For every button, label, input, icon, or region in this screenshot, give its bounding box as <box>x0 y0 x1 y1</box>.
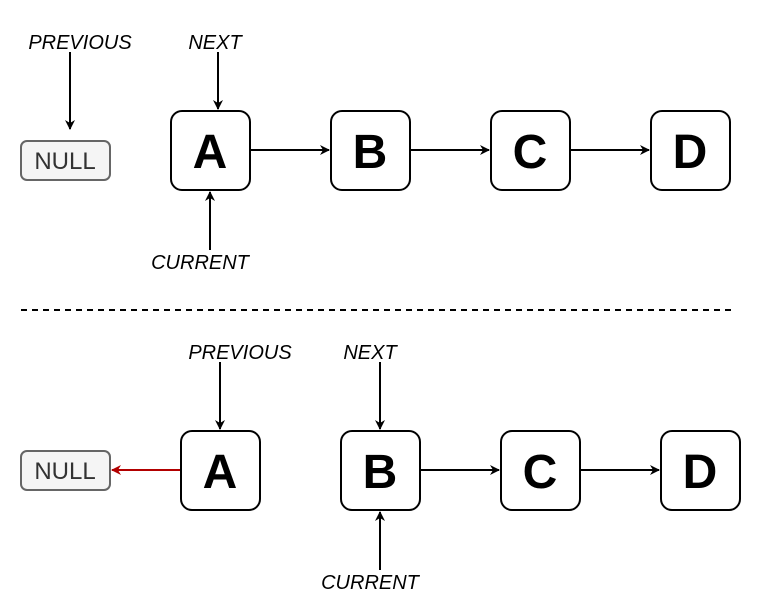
bottom-node-c <box>500 430 581 511</box>
top-null-box <box>20 140 111 181</box>
top-node-c-label: C <box>513 126 548 179</box>
bottom-null-box <box>20 450 111 491</box>
bottom-next-label: NEXT <box>343 342 398 364</box>
top-previous-label: PREVIOUS <box>28 32 132 54</box>
top-node-d-label: D <box>673 126 708 179</box>
bottom-node-a-label: A <box>203 446 238 499</box>
top-next-label: NEXT <box>188 32 243 54</box>
bottom-current-label: CURRENT <box>321 572 421 594</box>
bottom-node-b <box>340 430 421 511</box>
top-node-a <box>170 110 251 191</box>
bottom-node-c-label: C <box>523 446 558 499</box>
top-node-d <box>650 110 731 191</box>
bottom-state: PREVIOUS NEXT NULL A B C D CURRENT <box>20 342 741 594</box>
bottom-node-d <box>660 430 741 511</box>
top-null-label: NULL <box>34 148 95 175</box>
bottom-previous-label: PREVIOUS <box>188 342 292 364</box>
top-state: PREVIOUS NEXT NULL A B C D CURRENT <box>20 32 731 274</box>
top-node-b <box>330 110 411 191</box>
top-node-b-label: B <box>353 126 388 179</box>
top-node-a-label: A <box>193 126 228 179</box>
bottom-null-label: NULL <box>34 458 95 485</box>
bottom-node-d-label: D <box>683 446 718 499</box>
bottom-node-b-label: B <box>363 446 398 499</box>
top-node-c <box>490 110 571 191</box>
bottom-node-a <box>180 430 261 511</box>
top-current-label: CURRENT <box>151 252 251 274</box>
